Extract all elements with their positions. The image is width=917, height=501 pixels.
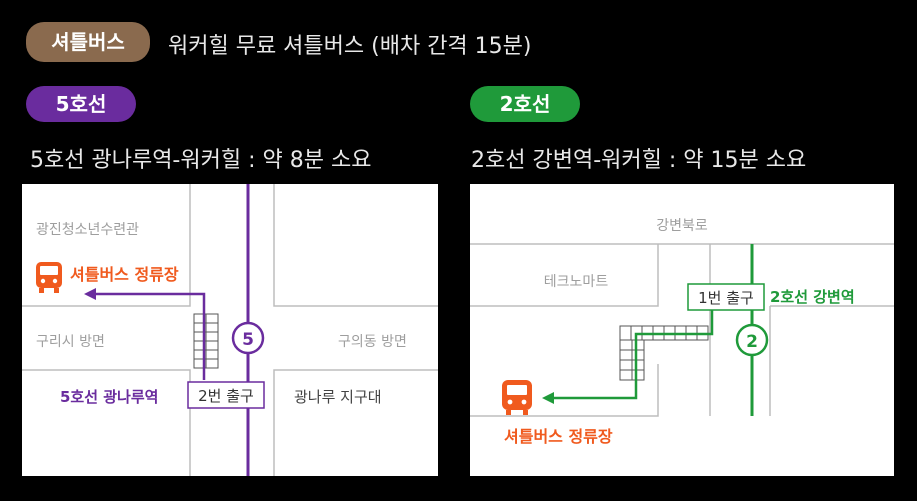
line2-exit-label: 1번 출구 <box>698 289 754 307</box>
line5-bus-stop-label: 셔틀버스 정류장 <box>70 265 179 284</box>
line5-area-label: 광나루 지구대 <box>294 388 382 406</box>
line5-exit-box <box>187 381 265 409</box>
line5-station-label: 5호선 광나루역 <box>60 388 158 406</box>
line5-station-circle <box>231 321 265 355</box>
line5-road-left-label: 구리시 방면 <box>36 334 105 350</box>
line5-map-svg: 5 광진청소년수련관 셔틀버스 정류장 구리시 방면 구의동 방면 5호선 광나… <box>22 184 438 476</box>
line2-number: 2 <box>746 332 758 352</box>
shuttle-title: 워커힐 무료 셔틀버스 (배차 간격 15분) <box>168 34 532 59</box>
line2-badge: 2호선 <box>470 86 580 122</box>
line5-road-right-label: 구의동 방면 <box>338 334 407 350</box>
line5-landmark-label: 광진청소년수련관 <box>36 222 139 238</box>
line2-route-arrow <box>542 392 554 404</box>
line5-map: 5 광진청소년수련관 셔틀버스 정류장 구리시 방면 구의동 방면 5호선 광나… <box>22 184 438 476</box>
line5-number: 5 <box>242 330 254 350</box>
line2-station-label: 2호선 강변역 <box>770 288 855 306</box>
shuttle-badge: 셔틀버스 <box>26 22 150 62</box>
line2-route-text: 2호선 강변역-워커힐 : 약 15분 소요 <box>471 148 807 173</box>
line2-road-top-label: 강변북로 <box>656 218 708 234</box>
line5-exit-label: 2번 출구 <box>198 387 254 405</box>
line2-roads <box>470 243 894 417</box>
line2-exit-box <box>687 283 765 311</box>
line5-badge: 5호선 <box>26 86 136 122</box>
bus-icon <box>36 262 62 293</box>
line2-station-circle <box>735 323 769 357</box>
line2-landmark-label: 테크노마트 <box>544 274 609 290</box>
line2-walk-route <box>550 310 714 400</box>
bus-icon <box>502 380 532 415</box>
line5-roads <box>22 184 438 476</box>
line2-bus-stop-label: 셔틀버스 정류장 <box>504 427 613 446</box>
line5-walk-route <box>92 292 206 380</box>
line5-route-text: 5호선 광나루역-워커힐 : 약 8분 소요 <box>30 148 372 173</box>
line2-map: 2 1번 출구 강변북로 테크노마트 2호선 강변역 셔틀버스 정류장 <box>470 184 894 476</box>
line5-crosswalk <box>193 313 219 369</box>
line2-map-svg: 2 1번 출구 강변북로 테크노마트 2호선 강변역 셔틀버스 정류장 <box>470 218 894 446</box>
line5-route-arrow <box>84 288 96 300</box>
